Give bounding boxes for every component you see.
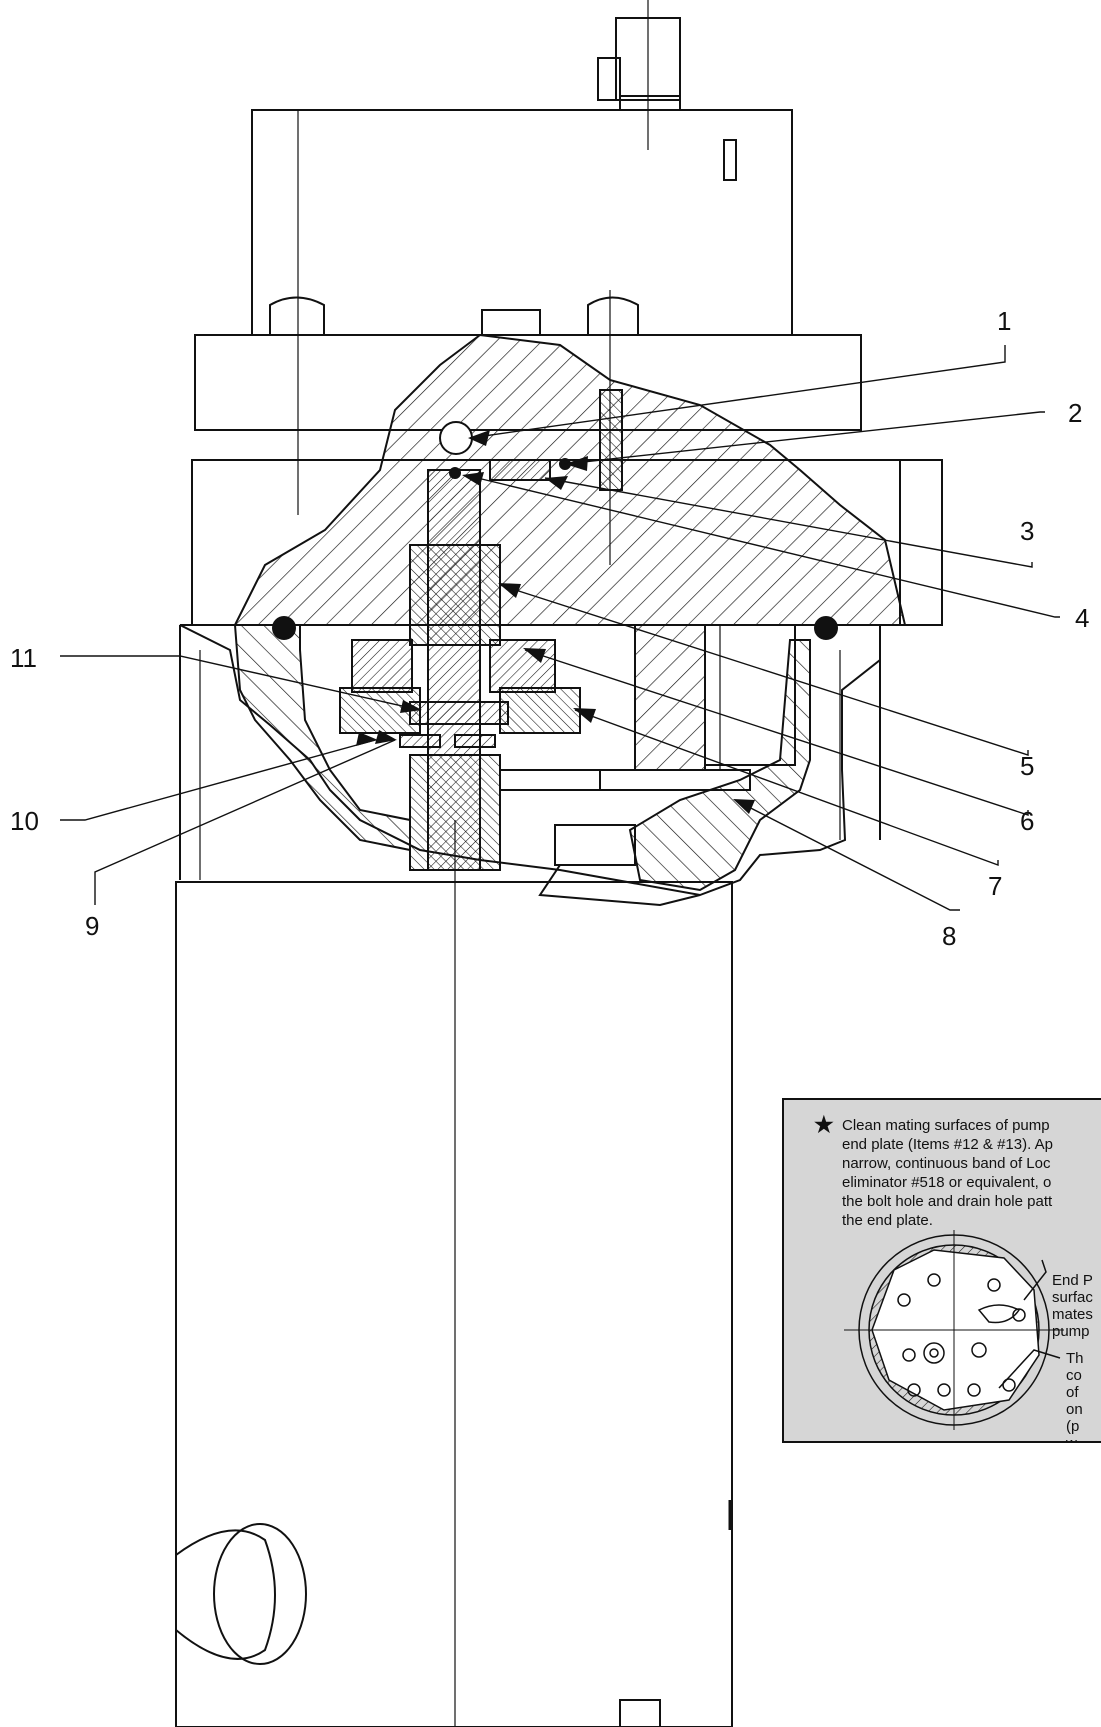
upper-section bbox=[233, 333, 907, 626]
sealant-note-box: ★ Clean mating surfaces of pump end plat… bbox=[782, 1098, 1101, 1443]
arrow-3 bbox=[545, 476, 568, 490]
sealant-band-label: Th co of on (p w ar bbox=[1066, 1350, 1084, 1441]
arrow-2 bbox=[565, 456, 588, 471]
pickup-slot bbox=[977, 1304, 1021, 1324]
reservoir-wall-right bbox=[628, 639, 811, 892]
washer bbox=[399, 734, 441, 748]
arrow-7 bbox=[573, 708, 596, 723]
washer-2 bbox=[454, 734, 496, 748]
bolt-head-right bbox=[587, 296, 639, 335]
arrow-1 bbox=[468, 430, 490, 446]
check-ball bbox=[439, 421, 473, 455]
leader-11 bbox=[60, 655, 421, 711]
leader-2 bbox=[564, 411, 1045, 465]
end-plate-leader bbox=[1023, 1259, 1047, 1301]
leader-4 bbox=[464, 474, 1060, 618]
callout-7: 7 bbox=[988, 871, 1002, 901]
arrowheads bbox=[356, 430, 755, 814]
drain-plug bbox=[213, 1523, 307, 1665]
bolt-hole bbox=[927, 1273, 941, 1287]
leader-10 bbox=[60, 739, 376, 821]
leaders bbox=[60, 345, 1060, 911]
callout-5: 5 bbox=[1020, 751, 1034, 781]
motor-housing bbox=[251, 109, 793, 336]
bolt-hole bbox=[1002, 1378, 1016, 1392]
arrow-4 bbox=[462, 472, 484, 486]
leader-7 bbox=[574, 709, 999, 867]
arrow-9 bbox=[375, 730, 397, 744]
bolt-hole bbox=[971, 1342, 987, 1358]
bolt-hole bbox=[987, 1278, 1001, 1292]
gear-left bbox=[351, 639, 413, 693]
leader-1 bbox=[469, 345, 1006, 439]
arrow-11 bbox=[400, 700, 422, 713]
bolt-head-left bbox=[269, 296, 325, 335]
relief-pin bbox=[599, 389, 623, 491]
reservoir-tube bbox=[175, 881, 733, 1727]
gear-plate-right bbox=[499, 687, 581, 734]
connector-tab bbox=[597, 57, 621, 101]
callout-2: 2 bbox=[1068, 398, 1082, 428]
gear-key bbox=[409, 701, 509, 725]
vent-tab bbox=[481, 309, 541, 335]
sealant-note-text: Clean mating surfaces of pump end plate … bbox=[842, 1117, 1053, 1229]
shaft-collar bbox=[409, 544, 501, 646]
arrow-5 bbox=[498, 583, 521, 598]
asterisk-icon: ★ bbox=[814, 1112, 834, 1137]
valve-seat bbox=[489, 459, 551, 481]
callout-4: 4 bbox=[1075, 603, 1089, 633]
end-plate-label: End P surfac mates pump bbox=[1052, 1272, 1093, 1340]
callout-1: 1 bbox=[997, 306, 1011, 336]
callout-3: 3 bbox=[1020, 516, 1034, 546]
connector-base bbox=[619, 95, 681, 111]
arrow-10 bbox=[356, 732, 378, 746]
bolt-hole bbox=[1012, 1308, 1026, 1322]
bolt-hole bbox=[902, 1348, 916, 1362]
leader-5 bbox=[499, 584, 1029, 756]
end-plate-diagram bbox=[844, 1230, 1064, 1430]
gear-right bbox=[489, 639, 556, 693]
pickup-plate bbox=[499, 769, 601, 791]
drain-hole bbox=[923, 1342, 945, 1364]
leader-9 bbox=[94, 739, 396, 905]
small-ball bbox=[449, 467, 461, 479]
pump-block-face bbox=[704, 624, 796, 766]
base-outline bbox=[538, 864, 701, 907]
drain-plug-outline bbox=[175, 1529, 276, 1660]
o-ring-right bbox=[814, 616, 838, 640]
bolt-hole bbox=[967, 1383, 981, 1397]
leader-6 bbox=[524, 649, 1029, 816]
callout-10: 10 bbox=[10, 806, 39, 836]
callout-11: 11 bbox=[10, 643, 37, 673]
leader-8 bbox=[734, 799, 960, 911]
bolt-hole bbox=[907, 1383, 921, 1397]
callout-9: 9 bbox=[85, 911, 99, 941]
leader-3 bbox=[544, 477, 1033, 568]
base-plate bbox=[554, 824, 636, 866]
arrow-8 bbox=[733, 799, 755, 814]
bolt-hole bbox=[937, 1383, 951, 1397]
bolt-hole bbox=[897, 1293, 911, 1307]
o-ring-left bbox=[272, 616, 296, 640]
sealant-leader bbox=[998, 1349, 1061, 1389]
outline-group bbox=[175, 0, 943, 1727]
drain-hole-center bbox=[929, 1348, 939, 1358]
bottom-tab bbox=[619, 1699, 661, 1727]
housing-slot bbox=[723, 139, 737, 181]
callout-6: 6 bbox=[1020, 806, 1034, 836]
callout-8: 8 bbox=[942, 921, 956, 951]
arrow-6 bbox=[523, 648, 546, 663]
